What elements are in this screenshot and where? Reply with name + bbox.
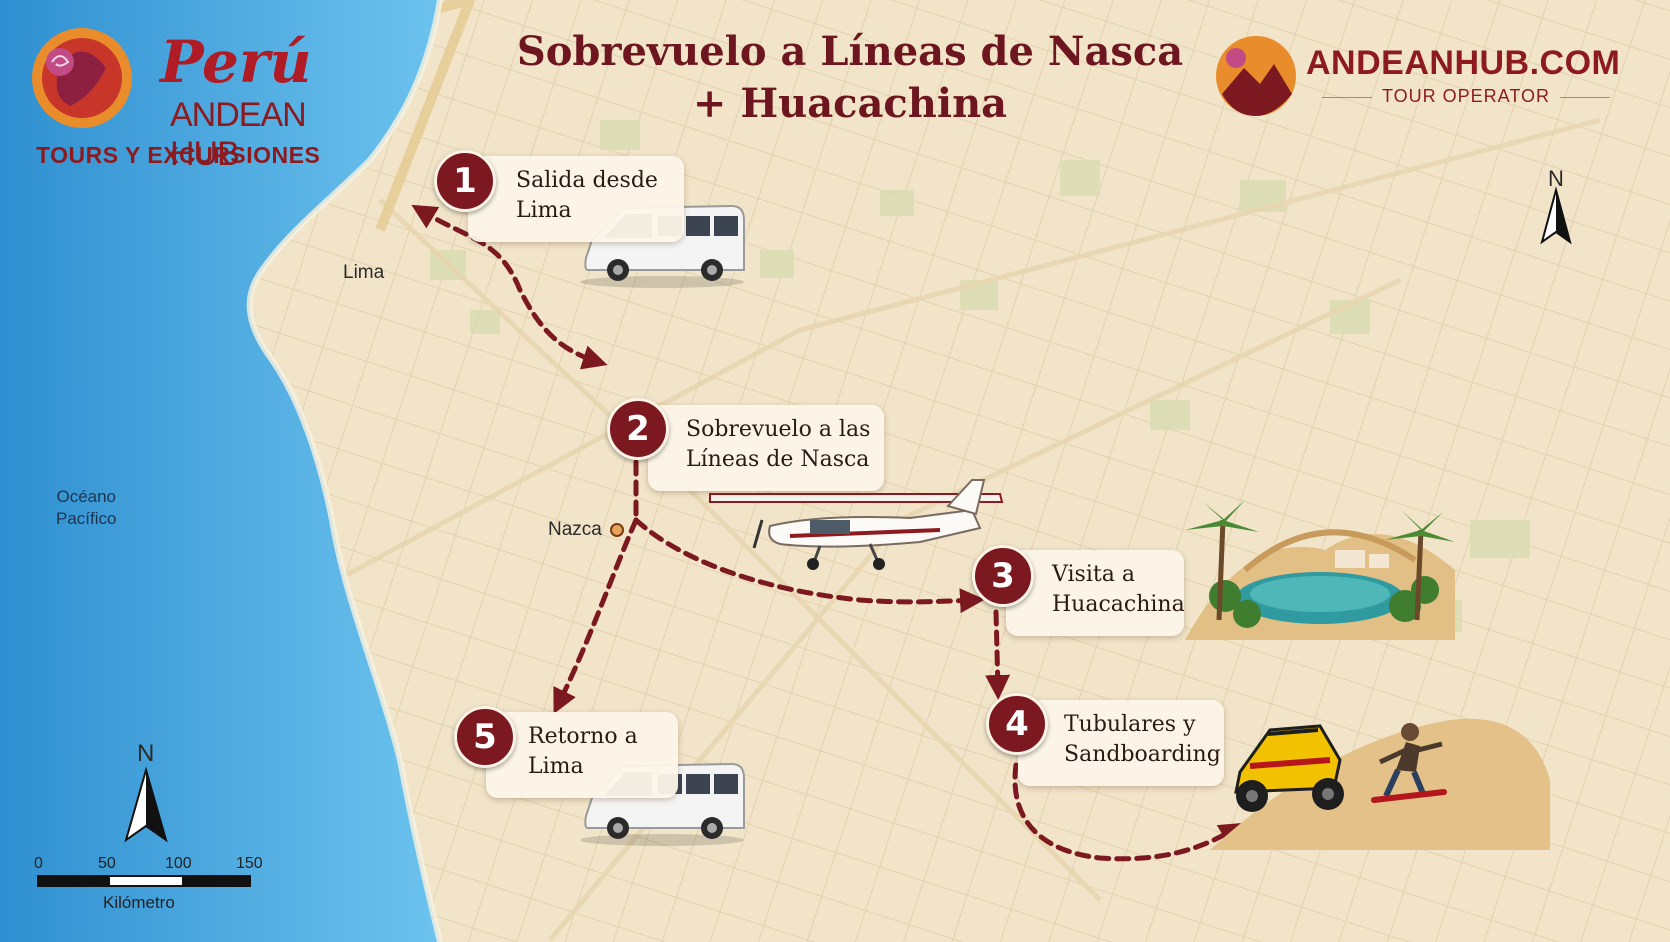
- step-card-1: Salida desde Lima: [468, 156, 684, 242]
- scale-tick-150: 150: [236, 855, 263, 872]
- ocean-label-line-2: Pacífico: [56, 509, 117, 528]
- step-badge-2: 2: [607, 398, 669, 460]
- route-huacachina-to-dunes: [985, 609, 1011, 700]
- scale-tick-100: 100: [165, 855, 192, 872]
- brand-right: ANDEANHUB.COM TOUR OPERATOR: [1214, 34, 1644, 124]
- sandboarder-icon: [1371, 723, 1447, 803]
- scale-unit-label: Kilómetro: [103, 893, 175, 912]
- nazca-marker: [610, 523, 624, 537]
- andeanhub-com-logo-mark: [1216, 36, 1296, 116]
- step-3-line-1: Visita a: [1052, 562, 1135, 587]
- dune-buggy-icon: [1234, 724, 1344, 812]
- plane-icon: [709, 479, 1004, 570]
- title-line-1: Sobrevuelo a Líneas de Nasca: [516, 28, 1184, 75]
- step-3-line-2: Huacachina: [1052, 592, 1185, 617]
- pacific-ocean: [0, 0, 440, 942]
- compass-north-label: N: [1548, 166, 1564, 191]
- step-1-line-2: Lima: [516, 198, 572, 223]
- scale-bar-graphic: [37, 875, 251, 887]
- step-2-line-1: Sobrevuelo a las: [686, 417, 871, 442]
- compass-icon: [1540, 186, 1572, 245]
- ocean-label: Océano Pacífico: [56, 486, 116, 530]
- title-line-2: + Huacachina: [692, 80, 1008, 127]
- ocean-label-line-1: Océano: [56, 487, 117, 506]
- scale-tick-0: 0: [34, 855, 43, 872]
- step-4-line-2: Sandboarding: [1064, 742, 1221, 767]
- route-dunes-loop: [1012, 762, 1245, 862]
- step-card-4: Tubulares y Sandboarding: [1018, 700, 1224, 786]
- brand-subtitle: ANDEAN HUB: [170, 96, 307, 173]
- step-card-5: Retorno a Lima: [486, 712, 678, 798]
- scale-bar: 0 50 100 150 Kilómetro: [28, 855, 288, 935]
- brand-name: Perú: [160, 28, 312, 96]
- step-1-line-1: Salida desde: [516, 168, 658, 193]
- route-lima-to-nasca: [411, 204, 608, 370]
- step-5-line-2: Lima: [528, 754, 584, 779]
- dune-scene: [1210, 718, 1550, 850]
- route-path: [411, 204, 1245, 862]
- website-name: ANDEANHUB.COM: [1306, 44, 1621, 82]
- website-tagline: TOUR OPERATOR: [1306, 86, 1626, 107]
- route-return-to-lima: [553, 517, 639, 714]
- scale-tick-50: 50: [98, 855, 116, 872]
- step-5-line-1: Retorno a: [528, 724, 638, 749]
- step-badge-5: 5: [454, 706, 516, 768]
- coastline: [246, 0, 443, 942]
- route-nasca-to-huacachina: [633, 517, 985, 614]
- map-title: Sobrevuelo a Líneas de Nasca + Huacachin…: [490, 26, 1210, 130]
- step-card-3: Visita a Huacachina: [1006, 550, 1185, 636]
- step-badge-4: 4: [986, 693, 1048, 755]
- andean-hub-logo-mark: [32, 28, 132, 128]
- step-2-line-2: Líneas de Nasca: [686, 447, 870, 472]
- brand-tagline: TOURS Y EXCURSIONES: [36, 142, 321, 168]
- brand-left: Perú ANDEAN HUB TOURS Y EXCURSIONES: [30, 26, 370, 176]
- place-label-nazca: Nazca: [548, 519, 602, 540]
- step-card-2: Sobrevuelo a las Líneas de Nasca: [648, 405, 884, 491]
- compass-north-label: N: [137, 740, 155, 767]
- step-4-line-1: Tubulares y: [1064, 712, 1196, 737]
- place-label-lima: Lima: [343, 262, 385, 283]
- oasis-icon: [1185, 500, 1455, 640]
- step-badge-1: 1: [434, 150, 496, 212]
- step-badge-3: 3: [972, 545, 1034, 607]
- compass-icon: [124, 766, 168, 843]
